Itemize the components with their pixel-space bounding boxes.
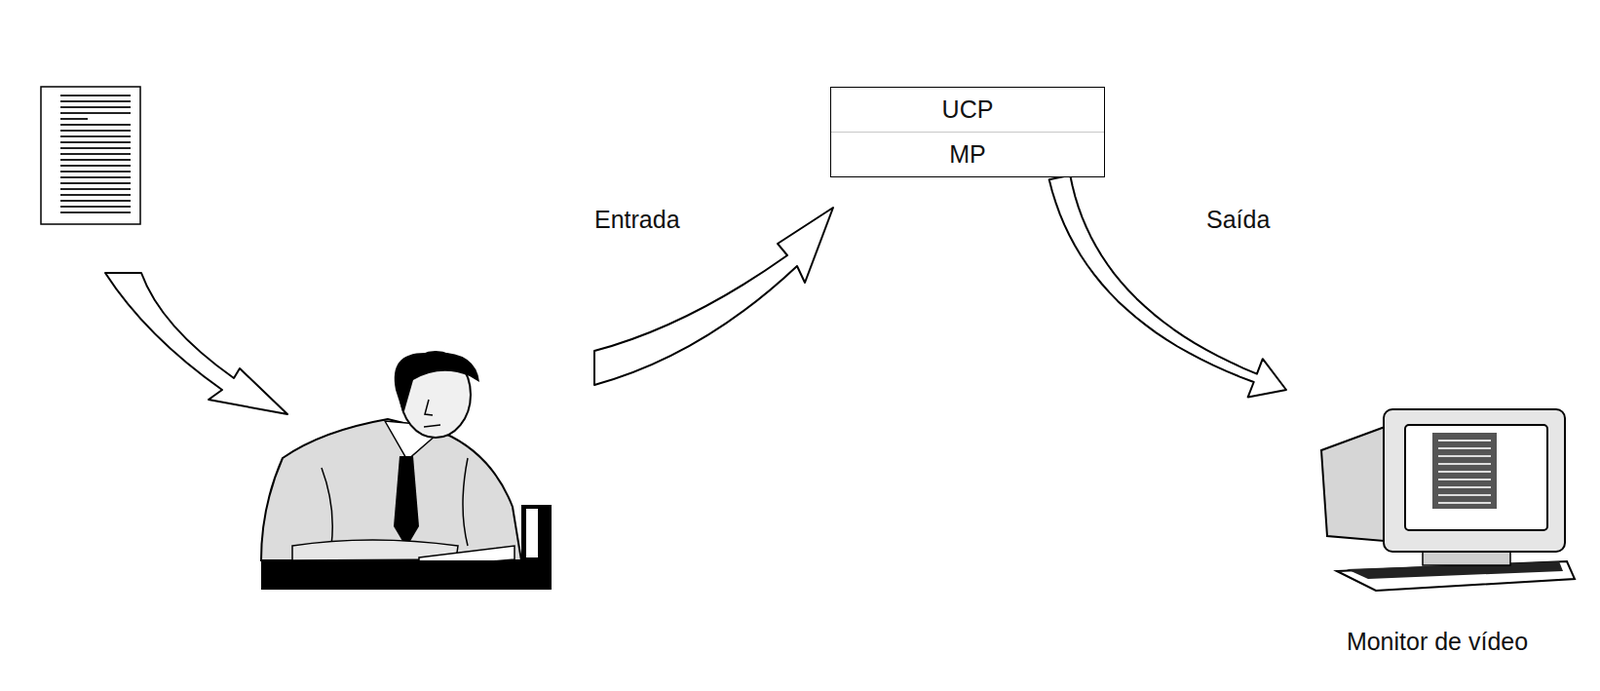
monitor-illustration: [1286, 389, 1589, 605]
unit-label: MP: [949, 141, 987, 169]
monitor-node: Monitor de vídeo: [1286, 389, 1589, 663]
unit-label: UCP: [942, 96, 994, 124]
box-row: MP: [831, 132, 1105, 177]
hollow-arrow: [594, 207, 834, 385]
process-box: UCP MP: [830, 86, 1105, 178]
device-label: Monitor de vídeo: [1286, 628, 1589, 656]
document-icon: [40, 86, 141, 225]
hollow-arrow: [1049, 175, 1287, 398]
box-row: UCP: [831, 87, 1105, 133]
hollow-arrow: [105, 272, 288, 415]
person-illustration: [261, 351, 552, 590]
flow-label: Saída: [1206, 206, 1270, 234]
flow-label: Entrada: [594, 206, 681, 234]
